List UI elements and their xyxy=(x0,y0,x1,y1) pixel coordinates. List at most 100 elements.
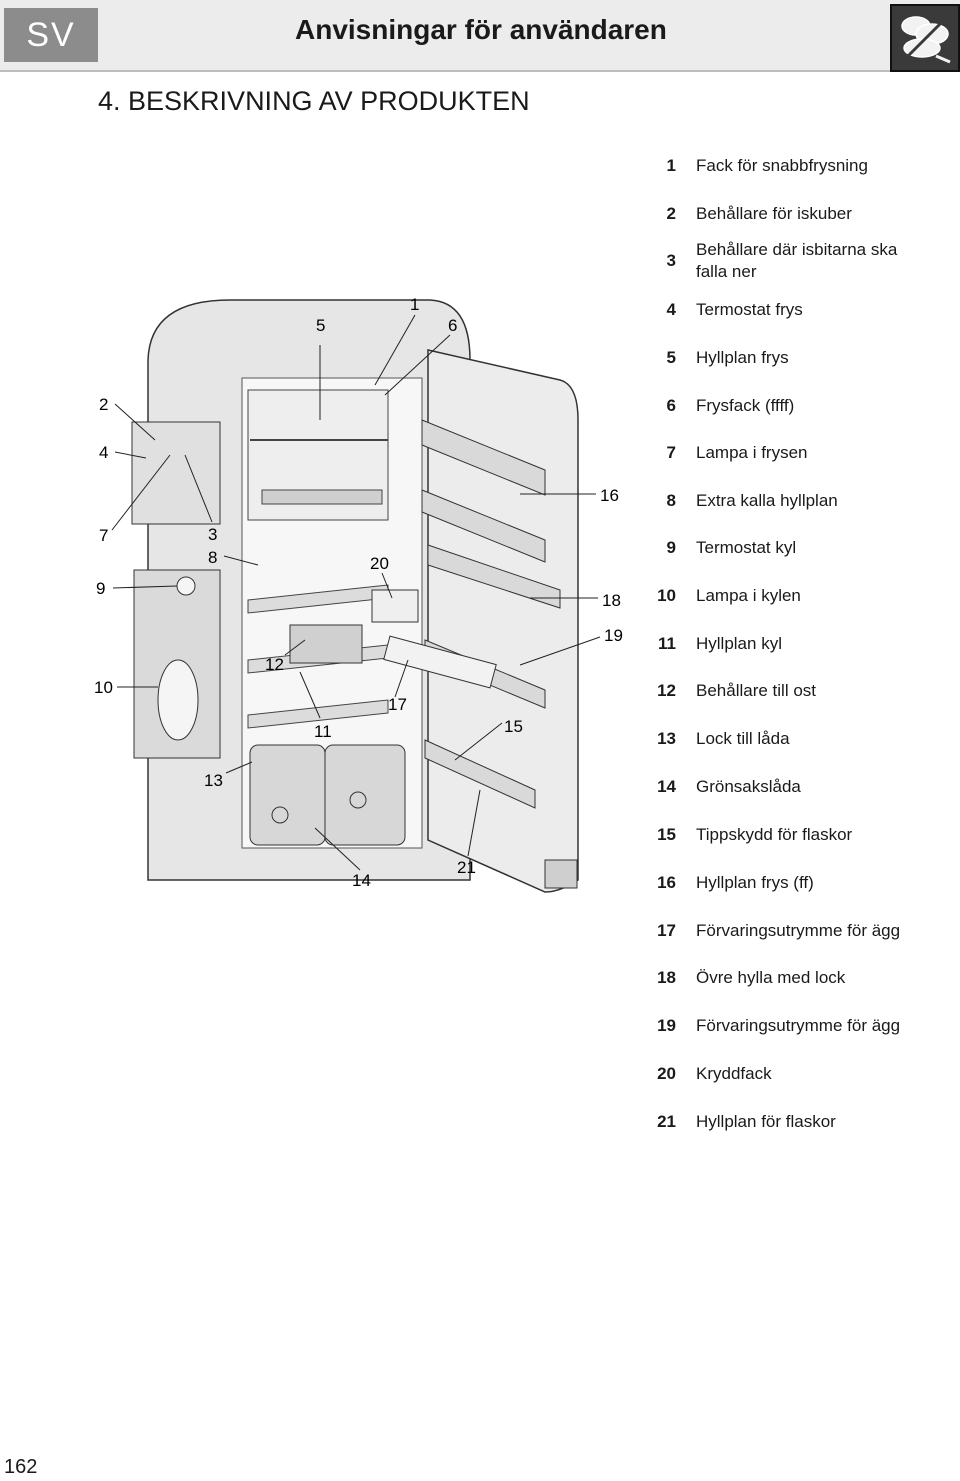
callout-label: 8 xyxy=(208,548,217,567)
section-title: 4. BESKRIVNING AV PRODUKTEN xyxy=(98,86,530,116)
legend-number: 11 xyxy=(658,634,676,653)
callout-label: 12 xyxy=(265,655,284,674)
door-shelf xyxy=(421,419,546,496)
legend-label: Behållare för iskuber xyxy=(696,204,852,223)
callout-label: 7 xyxy=(99,526,108,545)
drawer-handle xyxy=(349,791,367,809)
legend-label: Hyllplan för flaskor xyxy=(696,1112,836,1131)
legend-label: Termostat kyl xyxy=(696,538,797,557)
callout-label: 18 xyxy=(602,591,621,610)
legend-item: 15 Tippskydd för flaskor xyxy=(640,824,960,846)
legend-label: Hyllplan frys (ff) xyxy=(696,873,814,892)
egg-tray xyxy=(383,635,497,689)
legend-number: 4 xyxy=(666,300,676,319)
legend-number: 3 xyxy=(666,251,676,270)
callout-label: 19 xyxy=(604,626,623,645)
legend-item: 18 Övre hylla med lock xyxy=(640,967,960,989)
callout-label: 16 xyxy=(600,486,619,505)
bottle-shelf xyxy=(424,739,536,809)
legend-item: 6 Frysfack (ffff) xyxy=(640,395,960,417)
door-shelf xyxy=(421,489,546,563)
legend-number: 12 xyxy=(657,681,676,700)
legend-item: 4 Termostat frys xyxy=(640,299,960,321)
legend-number: 14 xyxy=(657,777,676,796)
door-grille xyxy=(544,859,578,889)
legend-label: Grönsakslåda xyxy=(696,777,801,796)
legend-item: 13 Lock till låda xyxy=(640,728,960,750)
callout-label: 2 xyxy=(99,395,108,414)
spice-compartment xyxy=(371,589,419,623)
header-bar: SV Anvisningar för användaren xyxy=(0,0,960,72)
legend-label: Förvaringsutrymme för ägg xyxy=(696,921,901,940)
legend-number: 2 xyxy=(666,204,676,223)
callout-label: 14 xyxy=(352,871,371,890)
legend-item: 20 Kryddfack xyxy=(640,1063,960,1085)
legend-number: 9 xyxy=(666,538,676,557)
page-number: 162 xyxy=(4,1456,38,1478)
language-badge: SV xyxy=(4,8,98,62)
legend-item: 2 Behållare för iskuber xyxy=(640,203,960,225)
fridge-thermostat-knob xyxy=(176,576,196,596)
legend-number: 10 xyxy=(657,586,676,605)
legend-number: 16 xyxy=(657,873,676,892)
legend-item: 3 Behållare där isbitarna ska falla ner xyxy=(640,239,960,283)
drawer-handle xyxy=(271,806,289,824)
callout-label: 9 xyxy=(96,579,105,598)
legend-label: Övre hylla med lock xyxy=(696,968,846,987)
legend-number: 17 xyxy=(657,921,676,940)
legend-label: Lampa i frysen xyxy=(696,443,808,462)
legend-label: Frysfack (ffff) xyxy=(696,396,795,415)
legend-number: 7 xyxy=(666,443,676,462)
legend-label: Behållare där isbitarna ska falla ner xyxy=(696,240,898,281)
crisper-drawer xyxy=(249,744,326,846)
extra-cold-shelf xyxy=(261,489,383,505)
callout-label: 6 xyxy=(448,316,457,335)
legend-number: 21 xyxy=(657,1112,676,1131)
callout-label: 11 xyxy=(314,722,332,741)
fridge-diagram: 1 2 3 4 5 6 7 8 9 10 11 12 13 14 15 16 1… xyxy=(80,285,640,910)
callout-label: 1 xyxy=(410,295,419,314)
legend-item: 11 Hyllplan kyl xyxy=(640,633,960,655)
legend-label: Termostat frys xyxy=(696,300,803,319)
legend-number: 5 xyxy=(666,348,676,367)
legend-label: Kryddfack xyxy=(696,1064,772,1083)
legend-item: 14 Grönsakslåda xyxy=(640,776,960,798)
legend-number: 20 xyxy=(657,1064,676,1083)
callout-label: 21 xyxy=(457,858,476,877)
freezer-inset xyxy=(131,421,221,525)
legend-item: 17 Förvaringsutrymme för ägg xyxy=(640,920,960,942)
legend-number: 19 xyxy=(657,1016,676,1035)
legend-number: 1 xyxy=(666,156,676,175)
legend-label: Lampa i kylen xyxy=(696,586,801,605)
legend-item: 10 Lampa i kylen xyxy=(640,585,960,607)
cheese-box xyxy=(289,624,363,664)
callout-label: 20 xyxy=(370,554,389,573)
legend-label: Hyllplan frys xyxy=(696,348,789,367)
callout-label: 5 xyxy=(316,316,325,335)
callout-label: 3 xyxy=(208,525,217,544)
legend-label: Extra kalla hyllplan xyxy=(696,491,838,510)
callout-label: 4 xyxy=(99,443,108,462)
legend-number: 13 xyxy=(657,729,676,748)
legend-item: 19 Förvaringsutrymme för ägg xyxy=(640,1015,960,1037)
legend-label: Hyllplan kyl xyxy=(696,634,782,653)
legend-item: 21 Hyllplan för flaskor xyxy=(640,1111,960,1133)
chef-logo-icon xyxy=(890,4,960,72)
legend-item: 7 Lampa i frysen xyxy=(640,442,960,464)
legend-label: Lock till låda xyxy=(696,729,790,748)
legend-item: 9 Termostat kyl xyxy=(640,537,960,559)
legend-number: 18 xyxy=(657,968,676,987)
door-shelf-lid xyxy=(427,544,561,609)
legend-label: Fack för snabbfrysning xyxy=(696,156,868,175)
legend-number: 15 xyxy=(657,825,676,844)
legend-item: 1 Fack för snabbfrysning xyxy=(640,155,960,177)
legend-label: Behållare till ost xyxy=(696,681,817,700)
callout-label: 17 xyxy=(388,695,407,714)
legend-item: 12 Behållare till ost xyxy=(640,680,960,702)
legend-label: Förvaringsutrymme för ägg xyxy=(696,1016,901,1035)
legend-label: Tippskydd för flaskor xyxy=(696,825,853,844)
legend-number: 6 xyxy=(666,396,676,415)
leader-lines xyxy=(111,314,601,871)
fridge-lamp xyxy=(157,659,199,741)
crisper-drawer xyxy=(324,744,406,846)
